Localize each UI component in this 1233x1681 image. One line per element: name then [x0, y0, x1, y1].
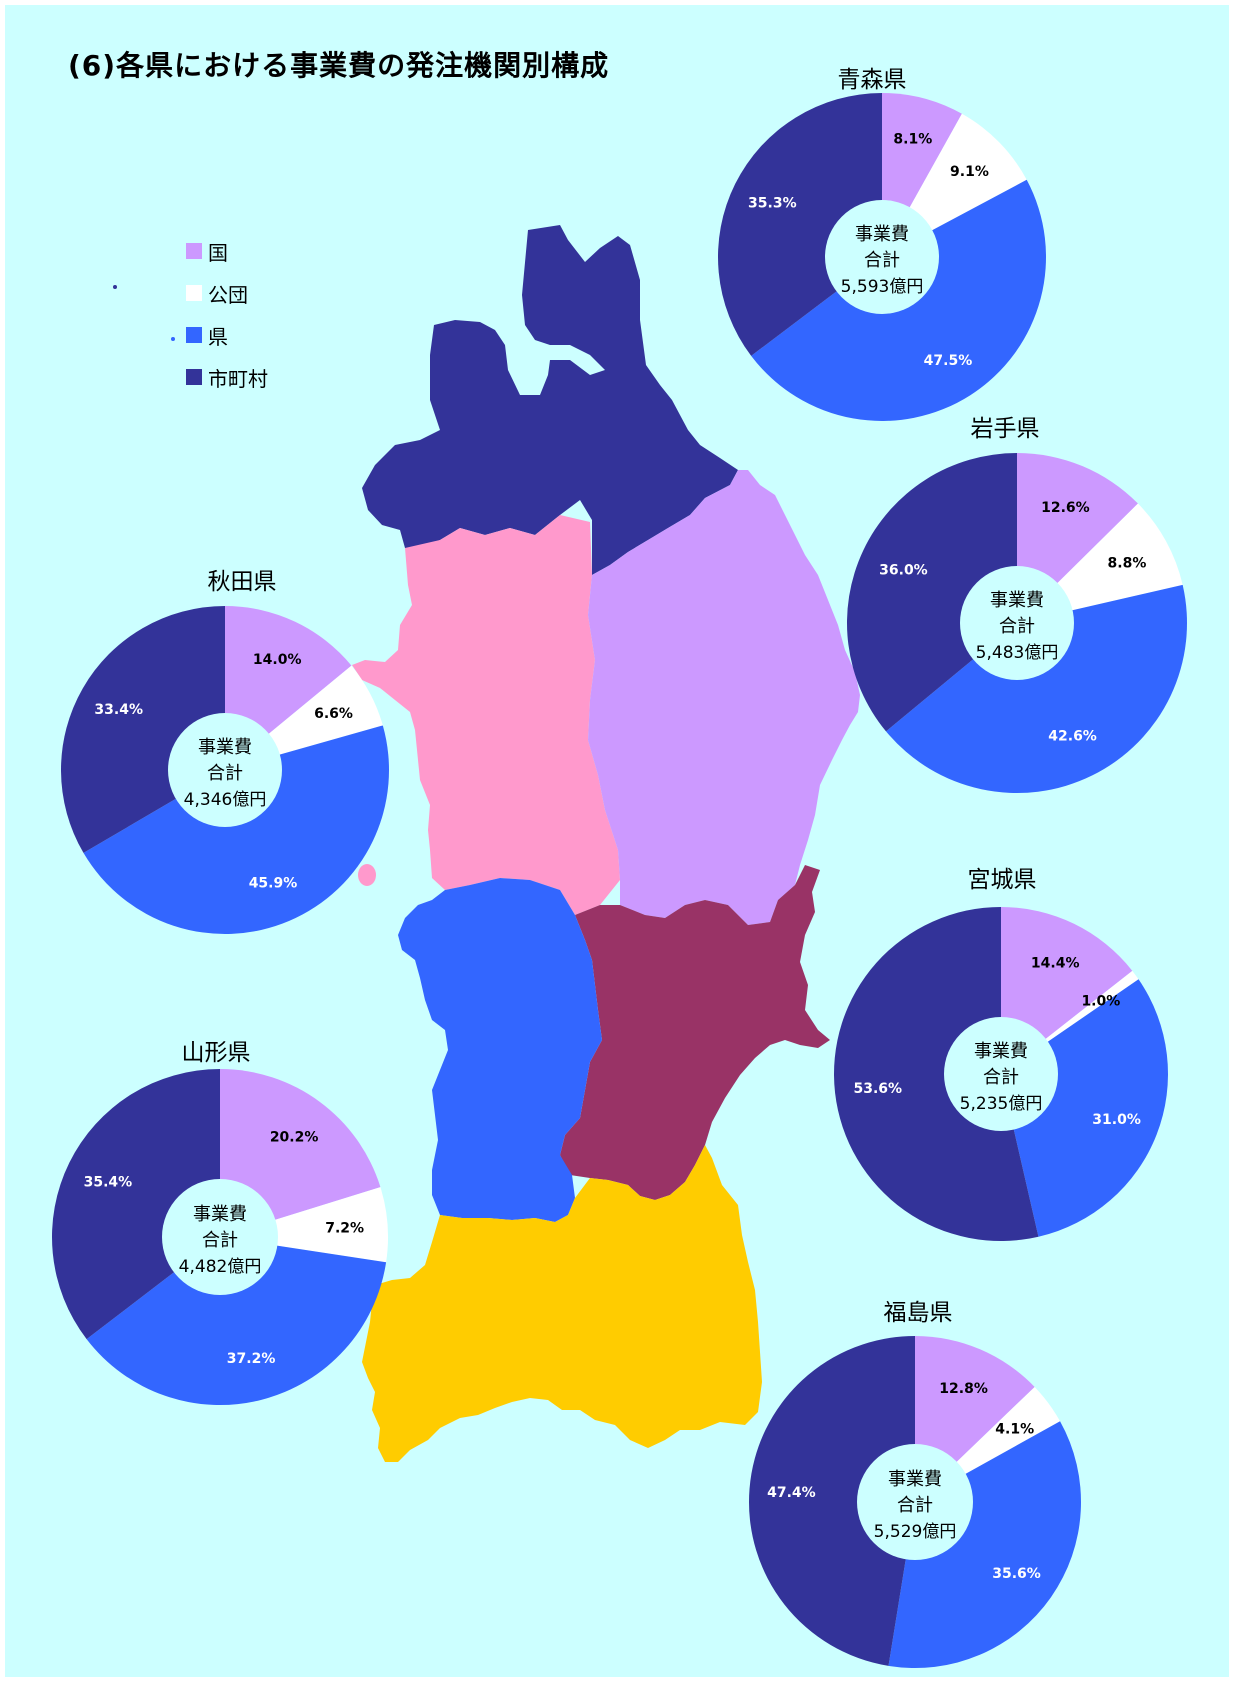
pie-value-label: 45.9% — [249, 876, 298, 892]
pie-center-label: 事業費 — [198, 737, 252, 758]
pie-value-label: 35.3% — [748, 195, 797, 211]
pie-title: 福島県 — [884, 1300, 953, 1326]
pie-center-label: 事業費 — [990, 590, 1044, 611]
pie-title: 青森県 — [838, 67, 907, 93]
pie-value-label: 31.0% — [1092, 1112, 1141, 1128]
map-fukushima — [362, 1145, 762, 1462]
page-title: (6)各県における事業費の発注機関別構成 — [68, 49, 610, 82]
map-aomori — [362, 225, 738, 575]
pie-value-label: 12.6% — [1041, 500, 1090, 516]
pie-value-label: 4.1% — [995, 1421, 1034, 1437]
pie-slice — [51, 1069, 220, 1340]
legend-swatch — [186, 327, 202, 343]
pie-slice — [86, 1237, 387, 1405]
pie-center — [944, 1017, 1058, 1131]
pie-center-label: 合計 — [983, 1067, 1019, 1088]
legend-label: 公団 — [208, 282, 248, 307]
legend-item: 県 — [186, 314, 268, 356]
pie-total-label: 5,593億円 — [841, 277, 924, 297]
pie-slice — [220, 1187, 388, 1263]
pie-center — [857, 1444, 973, 1560]
pie-center — [168, 713, 282, 827]
pie-value-label: 42.6% — [1048, 729, 1097, 745]
pie-slice — [749, 1336, 915, 1666]
legend-item: 国 — [186, 230, 268, 272]
pie-value-label: 33.4% — [94, 702, 143, 718]
pie-slice — [1001, 979, 1168, 1237]
legend-item: 市町村 — [186, 356, 268, 398]
legend-label: 国 — [208, 240, 228, 265]
legend-label: 市町村 — [208, 366, 268, 391]
pie-value-label: 14.0% — [253, 652, 302, 668]
pie-value-label: 8.8% — [1108, 556, 1147, 572]
pie-title: 秋田県 — [208, 569, 277, 595]
map-akita — [352, 515, 620, 915]
pie-slice — [83, 725, 390, 935]
pie-total-label: 4,482億円 — [179, 1257, 262, 1277]
legend: 国 公団 県 市町村 — [186, 230, 268, 398]
pie-value-label: 8.1% — [893, 131, 932, 147]
pie-value-label: 35.6% — [992, 1566, 1041, 1582]
pie-slice — [718, 92, 882, 356]
map-yamagata — [398, 878, 602, 1222]
pie-center — [960, 566, 1074, 680]
pie-total-label: 5,529億円 — [874, 1522, 957, 1542]
pie-total-label: 5,483億円 — [976, 643, 1059, 663]
legend-swatch — [186, 243, 202, 259]
pie-value-label: 47.5% — [924, 353, 973, 369]
map-miyagi — [560, 865, 830, 1200]
pie-total-label: 4,346億円 — [184, 790, 267, 810]
pie-center-label: 合計 — [207, 763, 243, 784]
legend-label: 県 — [208, 324, 228, 349]
pie-center-label: 事業費 — [888, 1469, 942, 1490]
pie-title: 宮城県 — [968, 867, 1037, 893]
pie-center — [162, 1179, 278, 1295]
pie-title: 山形県 — [182, 1040, 251, 1066]
pie-value-label: 35.4% — [84, 1175, 133, 1191]
pie-center-label: 合計 — [999, 616, 1035, 637]
pie-value-label: 12.8% — [939, 1381, 988, 1397]
pie-value-label: 36.0% — [879, 563, 928, 579]
pie-value-label: 20.2% — [270, 1129, 319, 1145]
pie-slice — [886, 584, 1187, 794]
pie-center-label: 事業費 — [855, 224, 909, 245]
pie-value-label: 9.1% — [950, 164, 989, 180]
map-island — [358, 864, 376, 886]
legend-swatch — [186, 369, 202, 385]
pie-value-label: 37.2% — [227, 1351, 276, 1367]
pie-title: 岩手県 — [971, 416, 1040, 442]
pie-center-label: 合計 — [864, 250, 900, 271]
pie-value-label: 47.4% — [767, 1485, 816, 1501]
pie-slice — [846, 453, 1017, 732]
pie-slice — [834, 907, 1039, 1241]
pie-center — [825, 200, 939, 314]
pie-value-label: 14.4% — [1031, 955, 1080, 971]
pie-total-label: 5,235億円 — [960, 1094, 1043, 1114]
pie-center-label: 合計 — [897, 1495, 933, 1516]
pie-slice — [888, 1421, 1081, 1668]
pie-value-label: 6.6% — [314, 706, 353, 722]
map-island — [171, 337, 175, 341]
pie-center-label: 事業費 — [193, 1204, 247, 1225]
pie-center-label: 合計 — [202, 1230, 238, 1251]
legend-item: 公団 — [186, 272, 268, 314]
map-island — [113, 285, 117, 289]
pie-center-label: 事業費 — [974, 1041, 1028, 1062]
legend-swatch — [186, 285, 202, 301]
pie-value-label: 53.6% — [854, 1081, 903, 1097]
pie-value-label: 1.0% — [1081, 993, 1120, 1009]
pie-value-label: 7.2% — [325, 1221, 364, 1237]
pie-slice — [220, 1069, 381, 1237]
map-iwate — [588, 470, 860, 925]
